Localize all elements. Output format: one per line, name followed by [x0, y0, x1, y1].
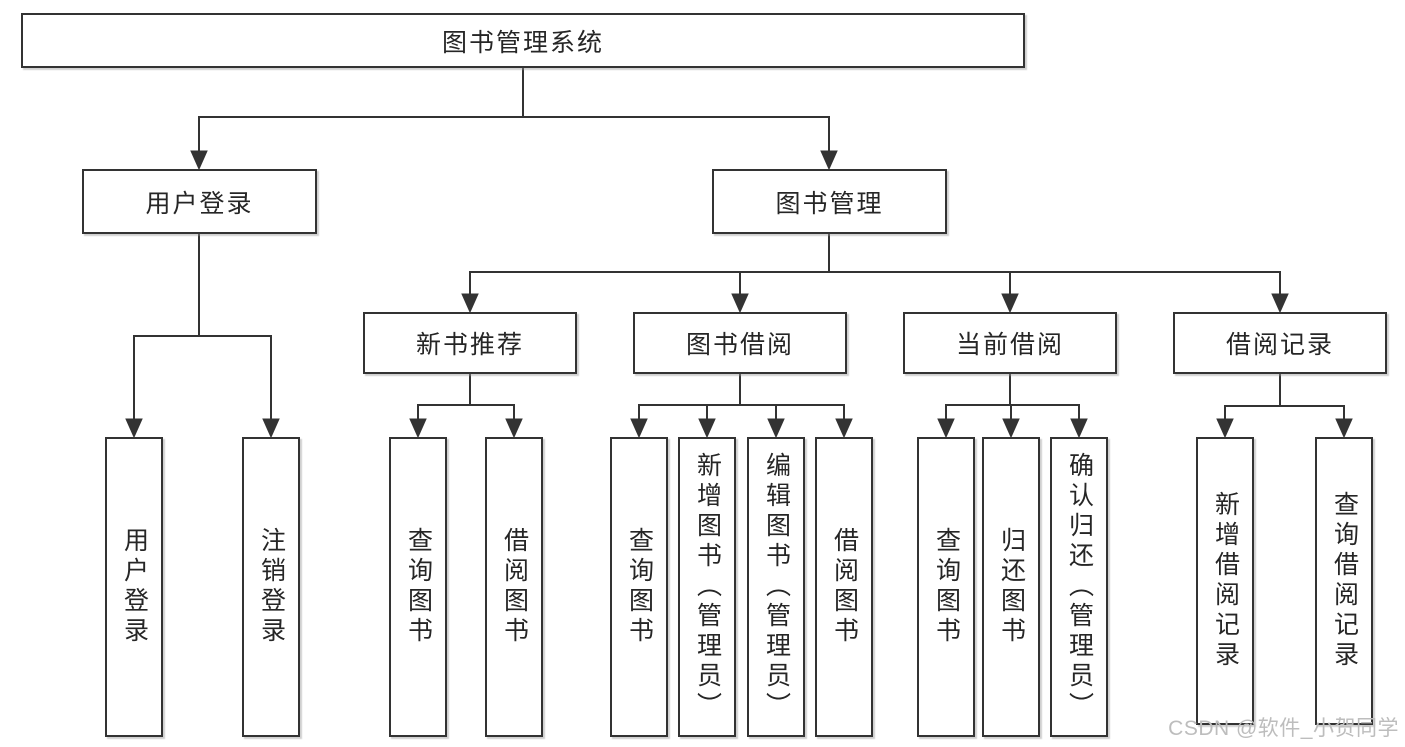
node-label: 新增借阅记录	[1211, 491, 1240, 671]
node-root: 图书管理系统	[21, 13, 1025, 68]
leaf-current-query-books: 查询图书	[917, 437, 975, 737]
node-label: 图书借阅	[685, 331, 794, 359]
node-new-book-rec: 新书推荐	[363, 312, 577, 374]
leaf-current-return-books: 归还图书	[982, 437, 1040, 737]
node-label: 查询图书	[625, 527, 654, 647]
node-user-login: 用户登录	[82, 169, 317, 234]
leaf-newrec-borrow-books: 借阅图书	[485, 437, 543, 737]
csdn-watermark: CSDN @软件_小贺同学	[1168, 717, 1399, 740]
leaf-newrec-query-books: 查询图书	[389, 437, 447, 737]
node-label: 归还图书	[997, 527, 1026, 647]
node-current-borrow: 当前借阅	[903, 312, 1117, 374]
node-label: 借阅图书	[830, 527, 859, 647]
node-label: 查询借阅记录	[1330, 491, 1359, 671]
leaf-borrow-edit-books-admin: 编辑图书（管理员）	[747, 437, 805, 737]
leaf-logout: 注销登录	[242, 437, 300, 737]
node-label: 用户登录	[120, 527, 149, 647]
node-label: 新书推荐	[415, 331, 524, 359]
node-borrow-record: 借阅记录	[1173, 312, 1387, 374]
node-label: 新增图书（管理员）	[693, 452, 722, 722]
node-label: 编辑图书（管理员）	[762, 452, 791, 722]
leaf-current-confirm-return-admin: 确认归还（管理员）	[1050, 437, 1108, 737]
node-label: 确认归还（管理员）	[1065, 452, 1094, 722]
node-label: 查询图书	[932, 527, 961, 647]
leaf-record-query: 查询借阅记录	[1315, 437, 1373, 725]
node-label: 用户登录	[145, 189, 254, 218]
node-label: 借阅记录	[1225, 331, 1334, 359]
leaf-borrow-add-books-admin: 新增图书（管理员）	[678, 437, 736, 737]
node-label: 当前借阅	[955, 331, 1064, 359]
node-label: 注销登录	[257, 527, 286, 647]
node-book-borrow: 图书借阅	[633, 312, 847, 374]
leaf-user-login: 用户登录	[105, 437, 163, 737]
leaf-borrow-borrow-books: 借阅图书	[815, 437, 873, 737]
leaf-borrow-query-books: 查询图书	[610, 437, 668, 737]
node-label: 查询图书	[404, 527, 433, 647]
leaf-record-add: 新增借阅记录	[1196, 437, 1254, 725]
node-label: 图书管理系统	[441, 28, 604, 57]
node-book-mgmt: 图书管理	[712, 169, 947, 234]
node-label: 图书管理	[775, 189, 884, 218]
node-label: 借阅图书	[500, 527, 529, 647]
